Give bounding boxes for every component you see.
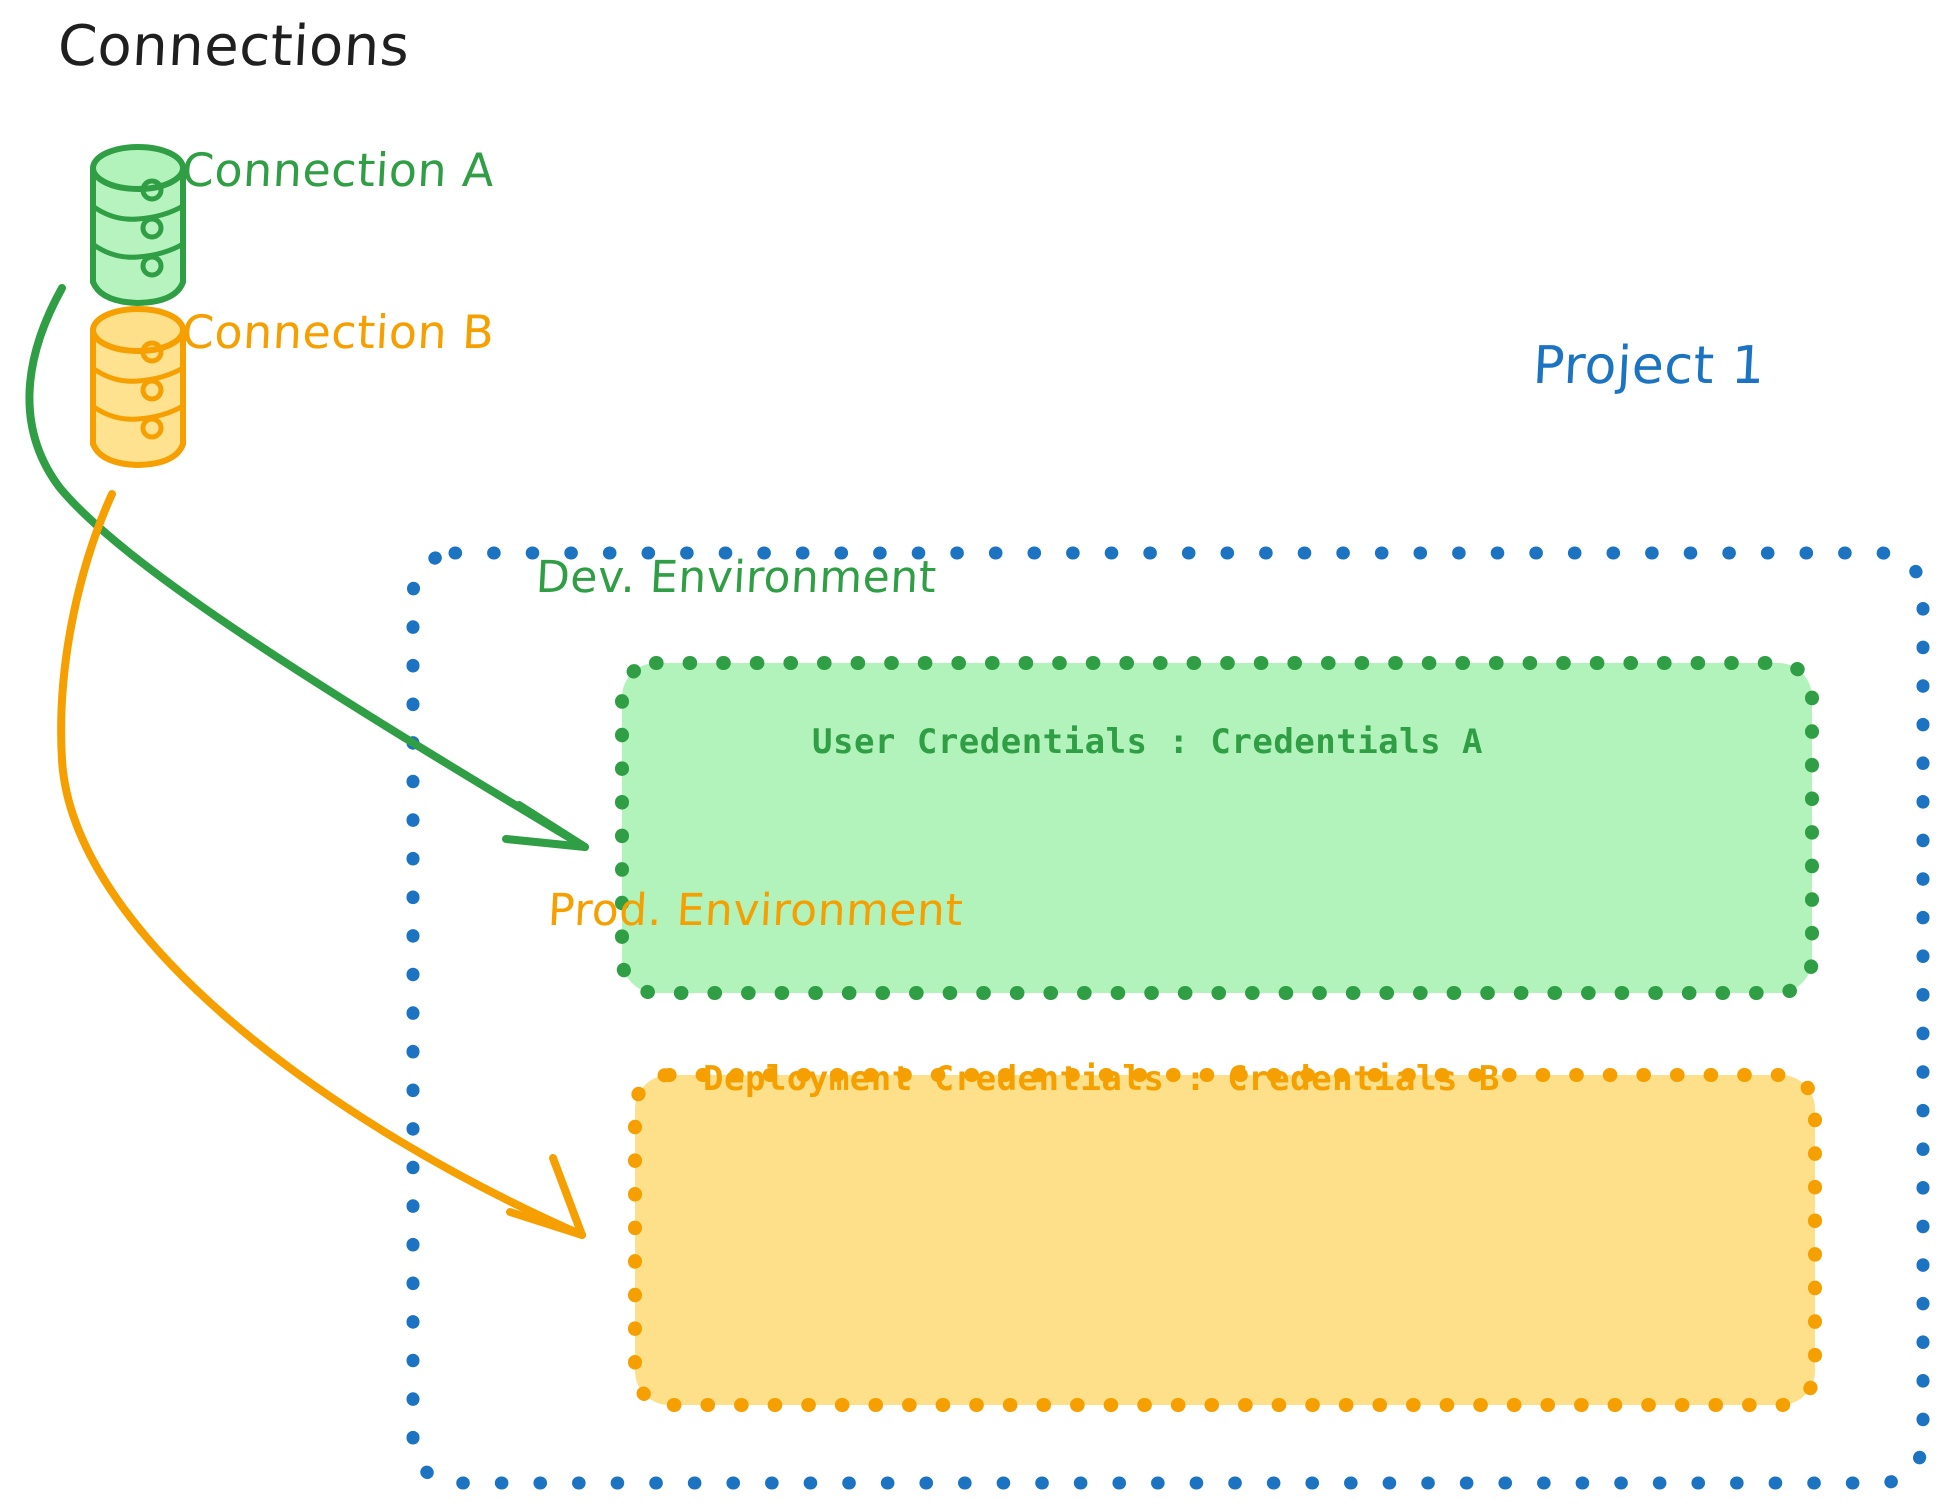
connection-a-icon-led-1 (140, 178, 164, 202)
prod-environment-title: Prod. Environment (546, 885, 965, 936)
dev-environment-box[interactable] (615, 656, 1819, 1000)
dev-environment-fill (622, 663, 1812, 993)
dev-environment-credentials: User Credentials : Credentials A (812, 722, 1484, 762)
prod-environment-credentials: Deployment Credentials : Credentials B (703, 1059, 1500, 1099)
arrow-connection-b-to-prod (57, 490, 586, 1239)
connection-b-icon-led-3 (140, 416, 164, 440)
project-1-container[interactable] (406, 546, 1930, 1490)
arrow-connection-a-to-dev-path (25, 284, 589, 851)
connection-b-icon-led-2 (140, 378, 164, 402)
prod-environment-box[interactable] (628, 1068, 1822, 1412)
arrow-connection-a-to-dev (25, 284, 589, 851)
connection-b-icon-top-disc (90, 306, 186, 354)
arrow-connection-b-to-prod-head-upper (549, 1154, 586, 1239)
connection-a-icon-bottom-arc (90, 279, 186, 307)
connection-a-database-icon[interactable] (90, 144, 186, 307)
connection-b-icon-divider-2 (91, 403, 186, 422)
page-title: Connections (56, 14, 412, 79)
prod-environment-fill (635, 1075, 1815, 1405)
connection-a-icon-led-2 (140, 216, 164, 240)
connection-b-label[interactable]: Connection B (180, 305, 496, 359)
dev-environment-dotted-border (615, 656, 1819, 1000)
connection-a-icon-led-3 (140, 254, 164, 278)
project-1-label: Project 1 (1531, 336, 1767, 396)
connection-a-icon-divider-1 (91, 203, 186, 222)
arrow-connection-b-to-prod-head-lower (506, 1208, 586, 1239)
dev-environment-title: Dev. Environment (534, 552, 938, 603)
connection-a-icon-divider-2 (91, 241, 186, 260)
arrow-connection-b-to-prod-path (57, 490, 586, 1239)
connection-b-icon-bottom-arc (90, 441, 186, 469)
connection-a-label[interactable]: Connection A (180, 143, 496, 197)
connection-a-icon-top-disc (90, 144, 186, 192)
project-1-dotted-border (406, 546, 1930, 1490)
connection-b-database-icon[interactable] (90, 306, 186, 469)
arrow-connection-a-to-dev-head-lower (502, 835, 589, 851)
arrow-connection-a-to-dev-head-upper (515, 801, 589, 851)
connection-b-icon-led-1 (140, 340, 164, 364)
connection-b-icon-divider-1 (91, 365, 186, 384)
